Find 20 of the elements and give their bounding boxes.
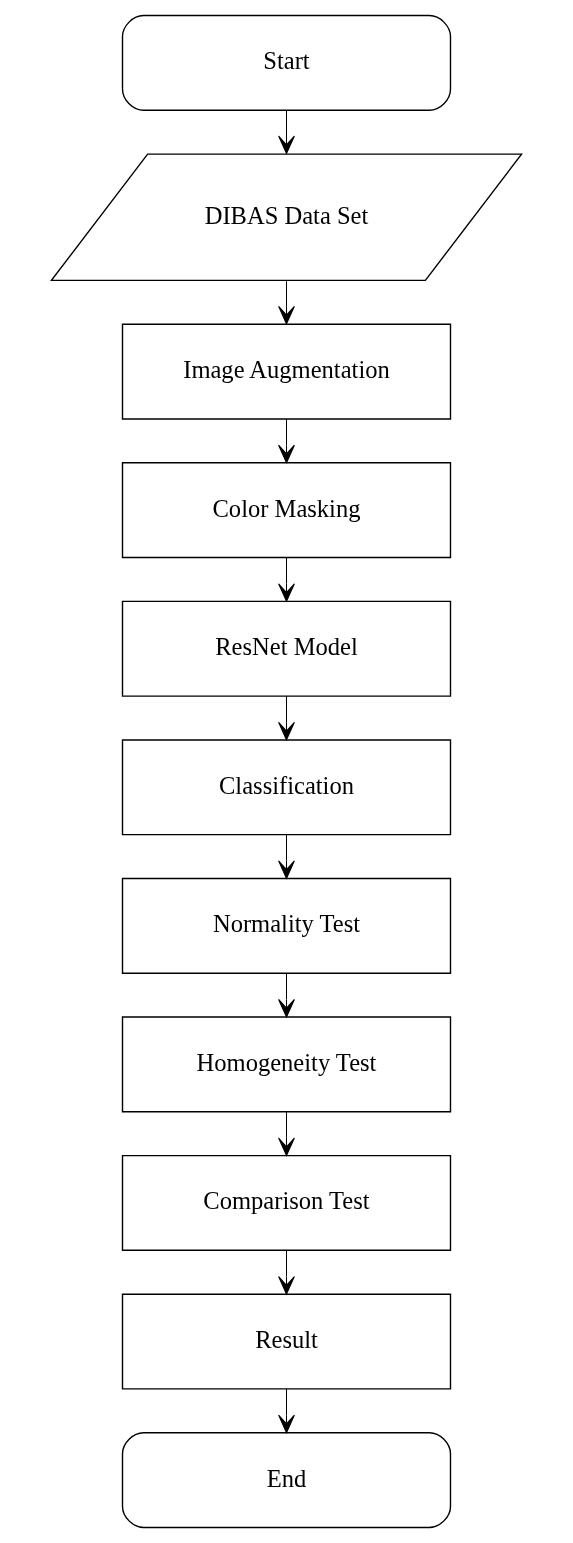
arrow xyxy=(278,695,295,741)
node-box: Comparison Test xyxy=(121,1154,452,1252)
node-box: Classification xyxy=(121,739,452,836)
node-box: Image Augmentation xyxy=(121,323,452,420)
node-box: End xyxy=(121,1432,452,1529)
arrow xyxy=(278,557,295,602)
node-box: ResNet Model xyxy=(121,600,452,697)
arrow xyxy=(278,834,295,879)
node-box: Color Masking xyxy=(121,462,452,559)
arrow xyxy=(278,1111,295,1157)
node-box: Normality Test xyxy=(121,877,452,974)
arrow xyxy=(278,1388,295,1434)
arrow xyxy=(278,1249,295,1295)
node-box: Start xyxy=(121,14,452,111)
arrow xyxy=(278,972,295,1018)
node-box: Result xyxy=(121,1293,452,1390)
node-box: Homogeneity Test xyxy=(121,1016,452,1113)
arrow xyxy=(278,418,295,464)
arrow xyxy=(278,110,295,155)
arrow xyxy=(278,280,295,325)
